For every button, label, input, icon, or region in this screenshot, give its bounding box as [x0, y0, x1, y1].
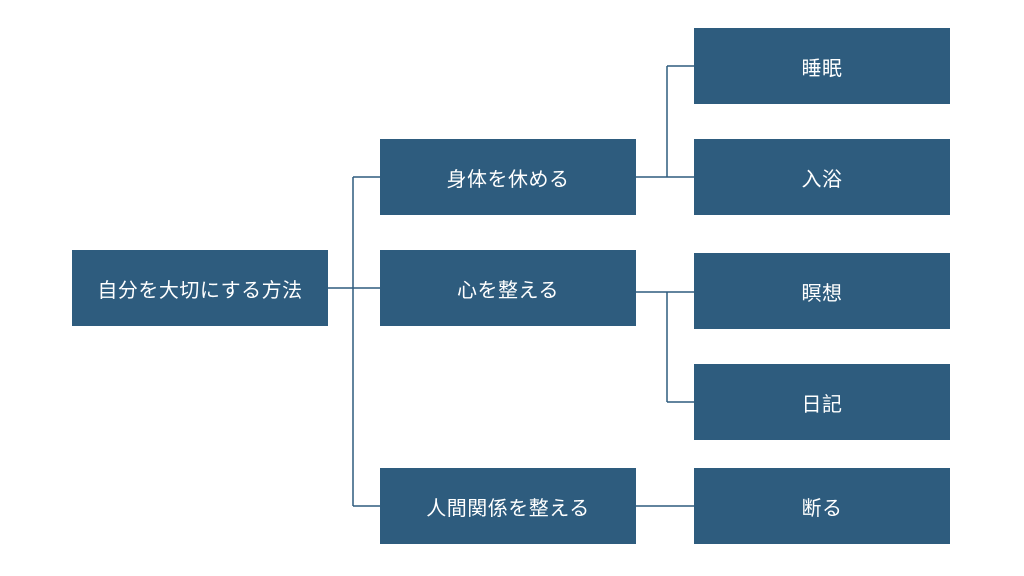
branch-node-mind: 心を整える — [380, 250, 636, 326]
branch-node-body-rest: 身体を休める — [380, 139, 636, 215]
leaf-node-journal: 日記 — [694, 364, 950, 440]
leaf-node-bath: 入浴 — [694, 139, 950, 215]
leaf-node-sleep: 睡眠 — [694, 28, 950, 104]
leaf-node-meditation: 瞑想 — [694, 253, 950, 329]
branch-node-relationships: 人間関係を整える — [380, 468, 636, 544]
leaf-node-say-no: 断る — [694, 468, 950, 544]
root-node: 自分を大切にする方法 — [72, 250, 328, 326]
